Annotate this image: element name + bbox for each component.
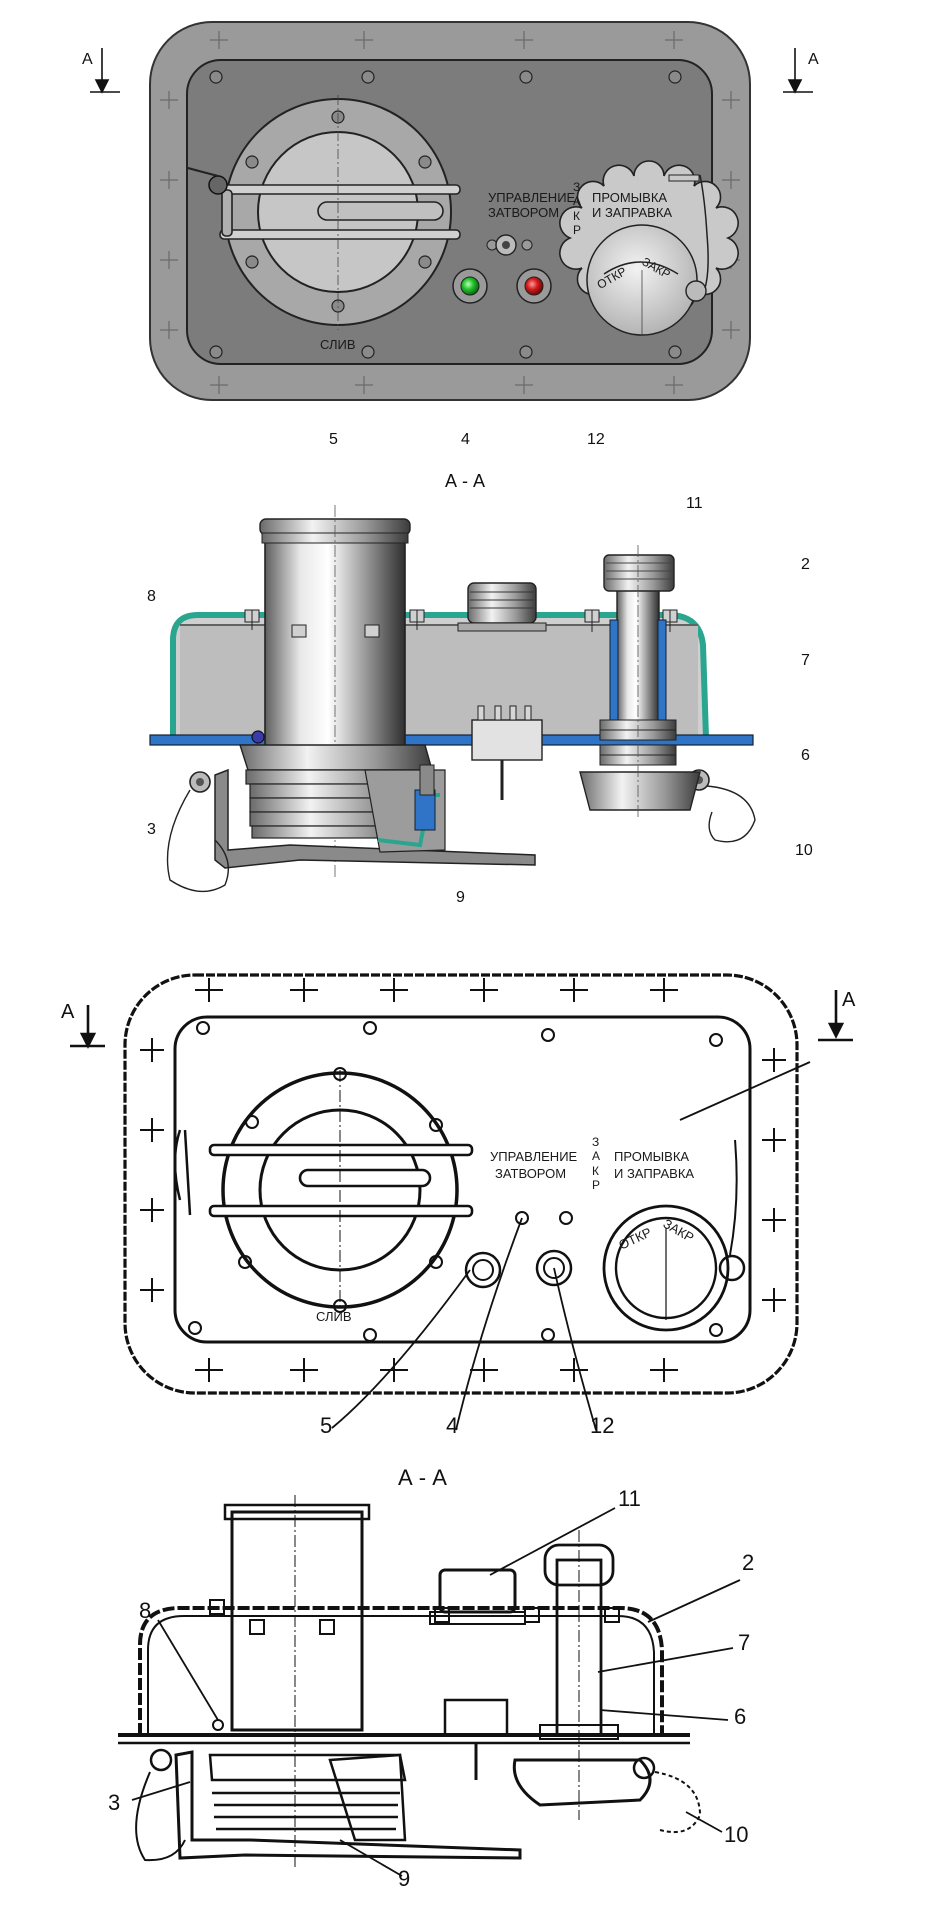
- bw-label-control: УПРАВЛЕНИЕ: [490, 1149, 578, 1164]
- color-callout-7: 7: [801, 652, 810, 669]
- color-callout-9: 9: [456, 889, 465, 906]
- color-callout-8: 8: [147, 588, 156, 605]
- bw-callout-7: 7: [738, 1630, 751, 1655]
- red-lamp: [524, 276, 544, 296]
- border-marks: [160, 31, 740, 394]
- section-arrows-color: [90, 48, 813, 94]
- drain-handle: [219, 184, 461, 240]
- color-callout-12: 12: [587, 431, 605, 448]
- color-callout-2: 2: [801, 556, 810, 573]
- color-label-shutter: ЗАТВОРОМ: [488, 205, 560, 220]
- color-section-mark-left: А: [82, 51, 93, 68]
- bw-label-shutter: ЗАТВОРОМ: [495, 1166, 567, 1181]
- bw-callout-6: 6: [734, 1704, 747, 1729]
- color-callout-10: 10: [795, 842, 813, 859]
- bw-label-flush: ПРОМЫВКА: [614, 1149, 690, 1164]
- color-label-control: УПРАВЛЕНИЕ: [488, 190, 576, 205]
- bw-callout-10: 10: [724, 1822, 749, 1847]
- refuel-knob: [559, 160, 739, 336]
- bw-label-refuel: И ЗАПРАВКА: [614, 1166, 695, 1181]
- bw-callout-3: 3: [108, 1790, 121, 1815]
- green-lamp: [460, 276, 480, 296]
- bw-section-mark-left: А: [61, 1001, 75, 1023]
- color-callout-3: 3: [147, 821, 156, 838]
- color-section-mark-right: А: [808, 51, 819, 68]
- bw-callout-8: 8: [139, 1598, 152, 1623]
- color-label-flush: ПРОМЫВКА: [592, 190, 668, 205]
- color-section-title: А - А: [445, 471, 486, 491]
- color-callout-11: 11: [686, 495, 703, 512]
- bw-section-mark-right: А: [842, 989, 856, 1011]
- bw-label-drain: СЛИВ: [316, 1309, 352, 1324]
- screws: [209, 70, 682, 359]
- bw-callout-9: 9: [398, 1866, 411, 1891]
- color-callout-5: 5: [329, 431, 338, 448]
- color-label-refuel: И ЗАПРАВКА: [592, 205, 673, 220]
- bw-callout-11: 11: [618, 1486, 641, 1511]
- bw-callout-4: 4: [446, 1413, 459, 1438]
- color-callout-4: 4: [461, 431, 470, 448]
- bw-callout-12: 12: [590, 1413, 615, 1438]
- connector: [486, 234, 533, 256]
- color-callout-6: 6: [801, 747, 810, 764]
- bw-section-title: А - А: [398, 1465, 447, 1490]
- bw-callout-5: 5: [320, 1413, 333, 1438]
- bw-callout-2: 2: [742, 1550, 755, 1575]
- color-label-drain: СЛИВ: [320, 337, 356, 352]
